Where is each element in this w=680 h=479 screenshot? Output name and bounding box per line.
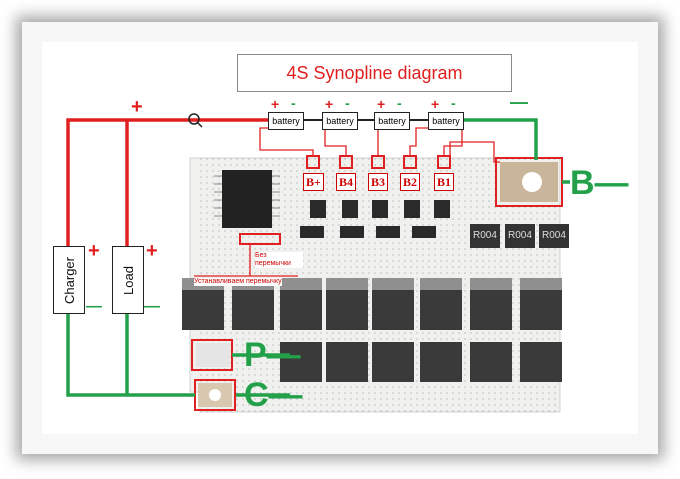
cell-label-bplus: B+: [303, 173, 324, 191]
cell-label-b2: B2: [400, 173, 421, 191]
cell-label-b1: B1: [434, 173, 455, 191]
main-plus-sign: +: [131, 96, 143, 118]
battery-plus-sign: +: [431, 96, 440, 112]
diagram-title: 4S Synopline diagram: [237, 54, 512, 92]
resistor-code: R004: [473, 230, 497, 241]
negative-wiring: [66, 118, 570, 397]
no-jumper-note: Без перемычки: [255, 252, 303, 268]
charger-box: Charger: [53, 246, 85, 314]
battery-minus-sign: -: [397, 95, 402, 111]
battery-plus-sign: +: [271, 96, 280, 112]
charger-plus-sign: +: [88, 240, 100, 262]
cell-label-b3: B3: [368, 173, 389, 191]
battery-cell-4: battery: [268, 112, 304, 130]
battery-cell-1: battery: [428, 112, 464, 130]
mosfet-array: [182, 290, 562, 382]
battery-label: battery: [326, 116, 354, 126]
control-ic: [222, 170, 272, 228]
battery-cell-2: battery: [374, 112, 410, 130]
pin-label-b-minus: B—: [570, 164, 629, 202]
pin-label-p-minus: P—: [244, 336, 301, 374]
battery-minus-sign: -: [291, 95, 296, 111]
cell-label-b4: B4: [336, 173, 357, 191]
battery-plus-sign: +: [377, 96, 386, 112]
pin-label-c-minus: C—: [244, 376, 303, 414]
battery-label: battery: [272, 116, 300, 126]
battery-plus-sign: +: [325, 96, 334, 112]
charger-label: Charger: [61, 256, 77, 304]
battery-cell-3: battery: [322, 112, 358, 130]
load-minus-sign: —: [144, 298, 160, 315]
zoom-cursor-icon: [188, 113, 200, 125]
battery-label: battery: [378, 116, 406, 126]
small-components: [300, 200, 450, 238]
main-minus-sign: —: [510, 92, 528, 112]
battery-label: battery: [432, 116, 460, 126]
positive-wiring: [66, 118, 270, 248]
install-jumper-note: Устанавливаем перемычку: [194, 278, 282, 286]
resistor-code: R004: [542, 230, 566, 241]
load-box: Load: [112, 246, 144, 314]
p-minus-pad: [196, 343, 230, 367]
load-plus-sign: +: [146, 240, 158, 262]
load-label: Load: [120, 265, 136, 295]
charger-minus-sign: —: [86, 298, 102, 315]
resistor-code: R004: [508, 230, 532, 241]
battery-minus-sign: -: [451, 95, 456, 111]
shunt-resistors: [470, 224, 569, 248]
battery-minus-sign: -: [345, 95, 350, 111]
balance-wires: [194, 127, 500, 277]
